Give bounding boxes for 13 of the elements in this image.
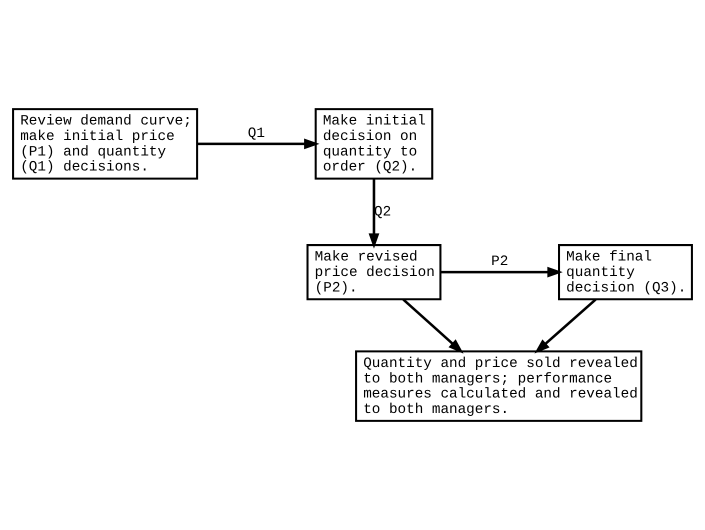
arrow [534, 298, 597, 354]
arrow [440, 266, 563, 278]
node-box: Quantity and price sold revealed to both managers; performance measures calculated and revealed to both managers. [355, 350, 642, 422]
node-box: Make revised price decision (P2). [306, 244, 442, 300]
node-box: Make final quantity decision (Q3). [558, 244, 693, 300]
edge-label: Q1 [248, 126, 265, 142]
arrow [368, 178, 380, 249]
node-box: Review demand curve; make initial price (P1) and quantity (Q1) decisions. [12, 108, 198, 180]
edge-label: Q2 [374, 204, 392, 221]
arrow [197, 138, 320, 150]
edge-label: P2 [491, 254, 508, 270]
node-box: Make initial decision on quantity to order (Q2). [314, 108, 434, 180]
arrow [402, 298, 464, 354]
